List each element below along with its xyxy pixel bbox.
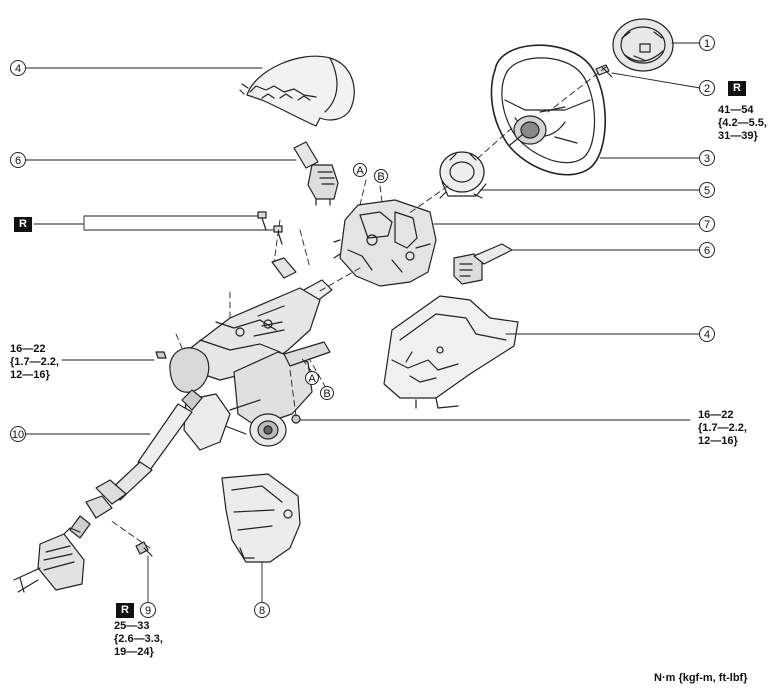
callout-c9: 9 [140,602,156,618]
svg-text:9: 9 [145,605,151,617]
intermediate-shaft [69,389,203,539]
airbag-module [612,18,674,72]
callout-c7: 7 [699,216,715,232]
unit-note: N·m {kgf-m, ft-lbf} [654,672,748,684]
callout-group: 1 2 3 4 4 5 6 6 7 8 9 10 [10,35,715,618]
replace-mark-upper-left: R [14,217,32,232]
bolt-item-9 [135,541,153,557]
svg-text:6: 6 [15,155,21,167]
svg-text:A: A [356,165,364,177]
upper-column-cover [239,55,355,127]
combination-switch-left [293,141,339,206]
svg-text:7: 7 [704,219,710,231]
callout-c4a: 4 [10,60,26,76]
callout-c6b: 6 [699,242,715,258]
svg-text:4: 4 [704,329,710,341]
leader-lines [25,42,701,603]
callout-c2: 2 [699,80,715,96]
svg-text:A: A [308,373,316,385]
reference-letter-la2: A [305,371,319,385]
callout-c8: 8 [254,602,270,618]
svg-text:4: 4 [15,63,21,75]
svg-text:10: 10 [12,429,24,441]
nut-left [155,351,167,359]
reference-letter-la1: A [353,163,367,177]
reference-letter-lb1: B [374,169,388,183]
replace-mark-item-9: R [116,603,134,618]
combination-switch-right [453,243,513,285]
svg-text:1: 1 [704,38,710,50]
bolt-item-2 [595,64,613,78]
callout-c5: 5 [699,182,715,198]
steering-wheel [490,44,606,176]
torque-spec-item-9: 25—33 {2.6—3.3, 19—24} [114,620,163,658]
reference-letter-lb2: B [320,386,334,400]
replace-mark-item-2: R [728,81,746,96]
lower-column-cover [383,295,519,409]
column-mount-bracket [271,257,297,279]
clock-spring [439,151,487,199]
torque-spec-item-2: 41—54 {4.2—5.5, 31—39} [718,104,767,142]
svg-text:3: 3 [704,153,710,165]
svg-text:B: B [377,171,384,183]
callout-c4b: 4 [699,326,715,342]
svg-text:6: 6 [704,245,710,257]
callout-c6a: 6 [10,152,26,168]
callout-c1: 1 [699,35,715,51]
steering-column [169,279,333,451]
svg-text:2: 2 [704,83,710,95]
steering-gear-boot [13,527,85,593]
svg-text:8: 8 [259,605,265,617]
torque-spec-right: 16—22 {1.7—2.2, 12—16} [698,409,747,447]
svg-text:B: B [323,388,330,400]
torque-spec-left: 16—22 {1.7—2.2, 12—16} [10,343,59,381]
steering-lock-housing [333,199,437,287]
callout-c10: 10 [10,426,26,442]
assembly-lines [109,66,607,549]
column-bracket [221,473,301,563]
callout-c3: 3 [699,150,715,166]
svg-text:5: 5 [704,185,710,197]
bolt-upper-left-1 [257,211,267,231]
